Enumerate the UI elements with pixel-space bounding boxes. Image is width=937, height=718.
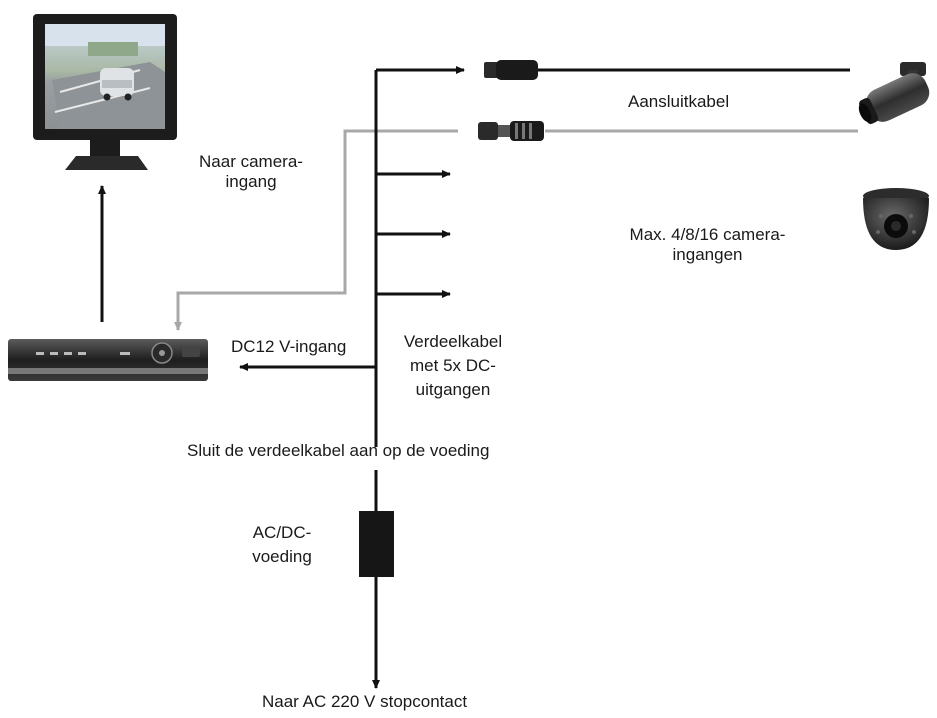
- connection-cable-label: Aansluitkabel: [628, 92, 730, 111]
- camera-input-label: Naar camera- ingang: [199, 152, 303, 191]
- monitor-icon: [33, 14, 177, 170]
- dc-input-label: DC12 V-ingang: [231, 337, 347, 356]
- dvr-recorder-icon: [8, 339, 208, 381]
- dome-camera-icon: [863, 188, 929, 250]
- video-to-dvr-line: [174, 129, 458, 331]
- outlet-label: Naar AC 220 V stopcontact: [262, 692, 468, 711]
- splitter-cable-label: Verdeelkabel met 5x DC- uitgangen: [403, 332, 503, 399]
- bnc-connector-icon: [478, 121, 544, 141]
- power-supply-label: AC/DC- voeding: [252, 523, 312, 566]
- bullet-camera-icon: [858, 62, 930, 125]
- dc-connector-icon: [484, 60, 538, 80]
- power-adapter-icon: [359, 511, 394, 577]
- max-inputs-label: Max. 4/8/16 camera- ingangen: [629, 225, 786, 264]
- connect-instruction-label: Sluit de verdeelkabel aan op de voeding: [187, 441, 490, 460]
